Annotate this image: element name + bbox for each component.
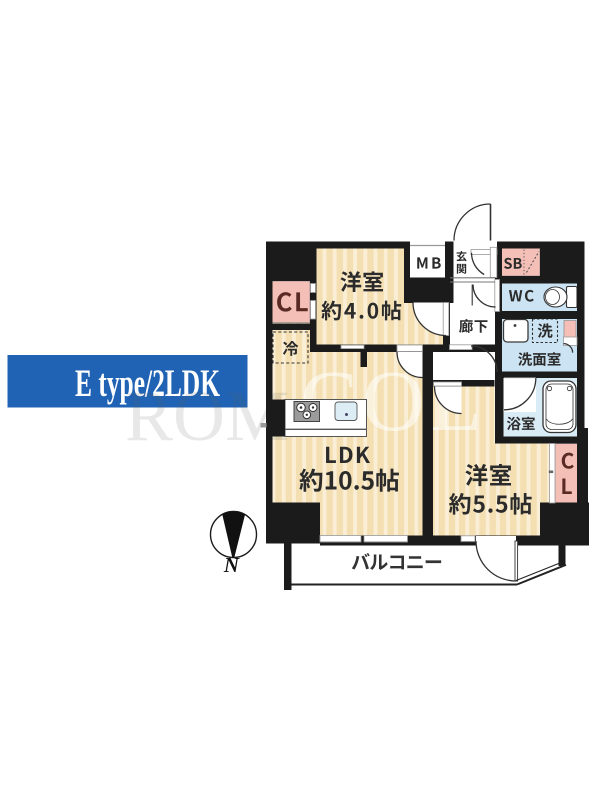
svg-text:ROM: ROM xyxy=(125,376,289,456)
svg-text:N: N xyxy=(223,553,240,577)
svg-text:E type/2LDK: E type/2LDK xyxy=(75,362,220,405)
